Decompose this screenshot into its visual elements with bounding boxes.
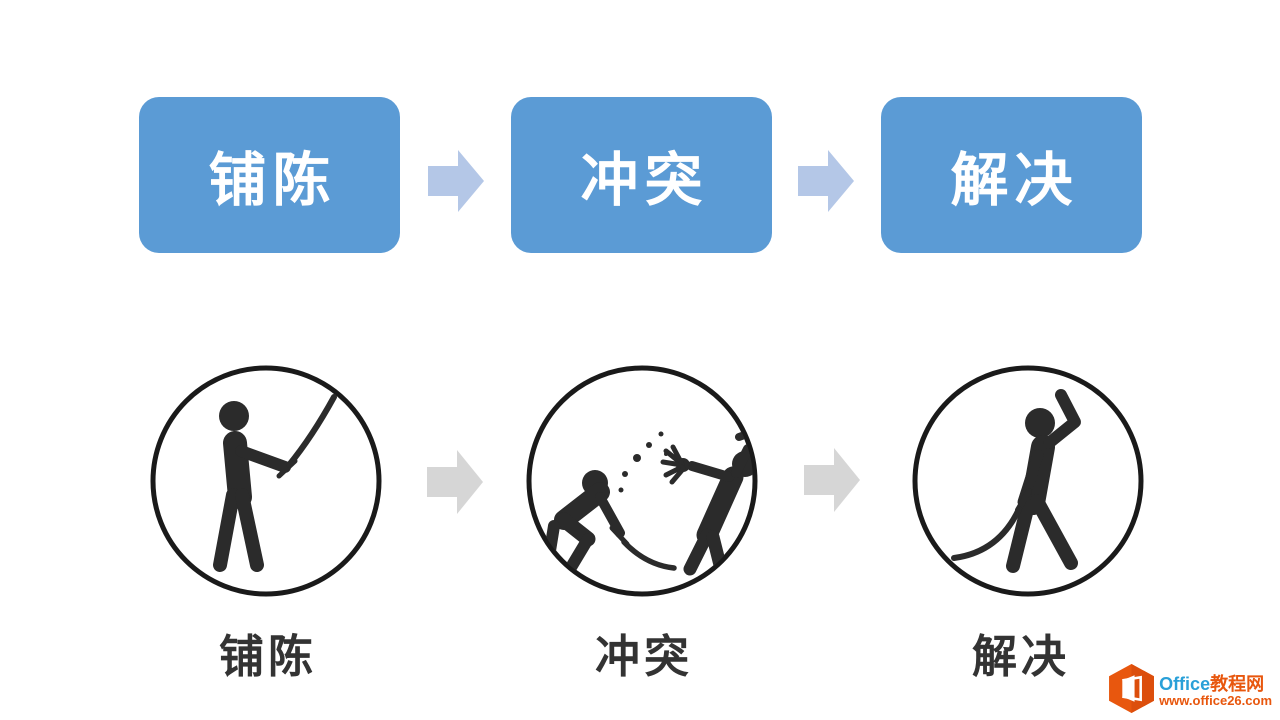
right-arrow-icon [427,450,483,519]
flow-step-box-1: 铺陈 [139,97,400,253]
right-arrow-icon [804,448,860,517]
icon-caption-3: 解决 [971,631,1070,682]
flow-step-box-3: 解决 [881,97,1142,253]
right-arrow-icon [428,150,484,217]
flow-step-box-2: 冲突 [511,97,772,253]
flow-step-label-3: 解决 [950,148,1079,213]
icon-caption-2: 冲突 [594,631,693,682]
sword-fight-icon [524,363,760,599]
flow-step-label-1: 铺陈 [208,148,337,213]
watermark-url: www.office26.com [1159,692,1272,708]
right-arrow-icon [798,150,854,217]
watermark: Office教程网 www.office26.com [1109,664,1272,718]
watermark-site-name: Office教程网 [1159,673,1265,694]
icon-caption-1: 铺陈 [218,631,317,682]
office-hexagon-logo-icon [1109,664,1155,718]
swordsman-ready-icon [148,363,384,599]
flow-step-label-2: 冲突 [580,148,709,213]
watermark-text: Office教程网 www.office26.com [1159,673,1272,708]
victor-swordsman-icon [910,363,1146,599]
